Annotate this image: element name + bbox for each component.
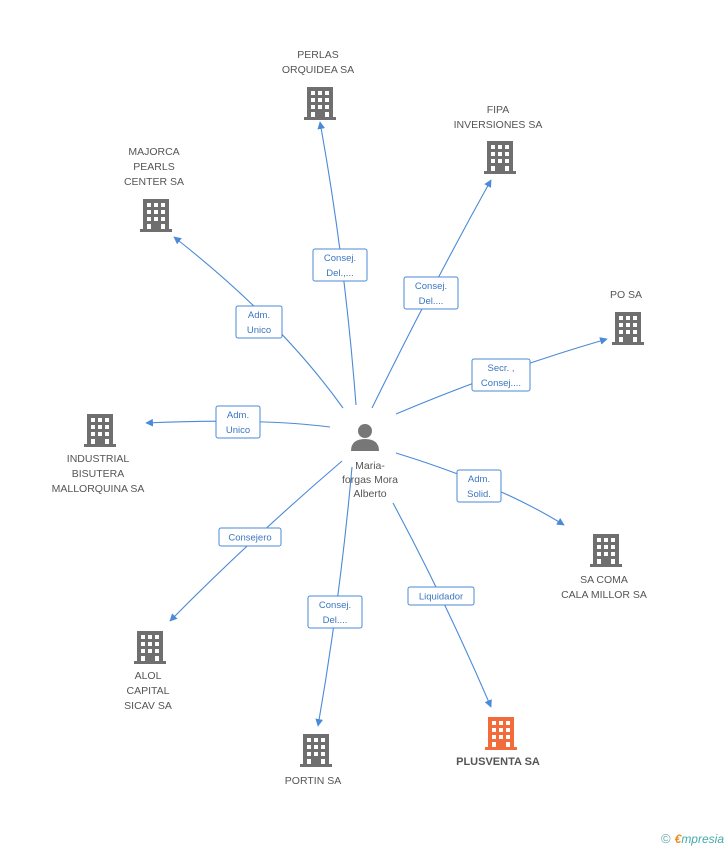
relation-text: Adm. [227, 410, 249, 421]
building-icon [484, 141, 516, 174]
relation-text: Consej. [324, 253, 356, 264]
person-name: Alberto [353, 488, 386, 500]
footer-brand[interactable]: © €mpresia [661, 831, 724, 846]
building-icon [485, 717, 517, 750]
company-name: ORQUIDEA SA [282, 64, 354, 76]
relation-text: Unico [226, 425, 250, 436]
relation-text: Secr. , [488, 363, 515, 374]
relation-label-po[interactable]: Secr. , Consej.... [471, 358, 531, 392]
building-icon [134, 631, 166, 664]
company-node-po[interactable]: PO SA [610, 289, 644, 345]
company-name: CENTER SA [124, 176, 184, 188]
company-name: PORTIN SA [285, 775, 341, 787]
company-name: MALLORQUINA SA [52, 483, 145, 495]
relation-label-fipa[interactable]: Consej. Del.... [403, 276, 459, 310]
person-name: Maria- [355, 460, 385, 472]
company-node-alol[interactable]: ALOL CAPITAL SICAV SA [124, 631, 172, 712]
relation-label-portin[interactable]: Consej. Del.... [307, 595, 363, 629]
relation-label-industrial[interactable]: Adm. Unico [215, 405, 261, 439]
company-node-industrial[interactable]: INDUSTRIAL BISUTERA MALLORQUINA SA [52, 414, 145, 495]
building-icon [612, 312, 644, 345]
relation-text: Consej. [319, 600, 351, 611]
company-name: FIPA [487, 104, 510, 116]
company-name: SICAV SA [124, 700, 172, 712]
building-icon [140, 199, 172, 232]
building-icon [84, 414, 116, 447]
company-name: PO SA [610, 289, 642, 301]
company-node-plusventa[interactable]: PLUSVENTA SA [456, 717, 540, 768]
relation-label-alol[interactable]: Consejero [218, 527, 282, 547]
relation-text: Liquidador [419, 592, 463, 603]
building-icon [300, 734, 332, 767]
company-name: PERLAS [297, 49, 338, 61]
relation-label-perlas[interactable]: Consej. Del.,... [312, 248, 368, 282]
building-icon [590, 534, 622, 567]
company-name: ALOL [135, 670, 162, 682]
relation-text: Solid. [467, 489, 491, 500]
relation-text: Adm. [468, 474, 490, 485]
company-name: PEARLS [133, 161, 174, 173]
building-icon [304, 87, 336, 120]
relation-text: Consej. [415, 281, 447, 292]
company-name: MAJORCA [128, 146, 179, 158]
copyright-symbol: © [661, 831, 671, 846]
company-name: CALA MILLOR SA [561, 589, 647, 601]
company-name: BISUTERA [72, 468, 125, 480]
person-icon [351, 424, 379, 451]
company-name: CAPITAL [127, 685, 170, 697]
relation-text: Del.... [419, 296, 444, 307]
relation-text: Consejero [228, 533, 271, 544]
relation-text: Consej.... [481, 378, 521, 389]
company-name: INVERSIONES SA [454, 119, 543, 131]
relation-label-majorca[interactable]: Adm. Unico [235, 305, 283, 339]
relation-text: Adm. [248, 310, 270, 321]
company-name: SA COMA [580, 574, 628, 586]
company-node-majorca[interactable]: MAJORCA PEARLS CENTER SA [124, 146, 184, 232]
relation-text: Del.... [323, 615, 348, 626]
company-node-sacoma[interactable]: SA COMA CALA MILLOR SA [561, 534, 647, 601]
brand-logo: €mpresia [674, 831, 724, 846]
company-node-perlas[interactable]: PERLAS ORQUIDEA SA [282, 49, 354, 120]
relation-label-sacoma[interactable]: Adm. Solid. [456, 469, 502, 503]
company-name: INDUSTRIAL [67, 453, 130, 465]
relation-label-plusventa[interactable]: Liquidador [407, 586, 475, 606]
company-node-fipa[interactable]: FIPA INVERSIONES SA [454, 104, 543, 174]
person-name: forgas Mora [342, 474, 398, 486]
relation-text: Del.,... [326, 268, 353, 279]
company-node-portin[interactable]: PORTIN SA [285, 734, 341, 787]
company-name: PLUSVENTA SA [456, 756, 540, 768]
relation-text: Unico [247, 325, 271, 336]
